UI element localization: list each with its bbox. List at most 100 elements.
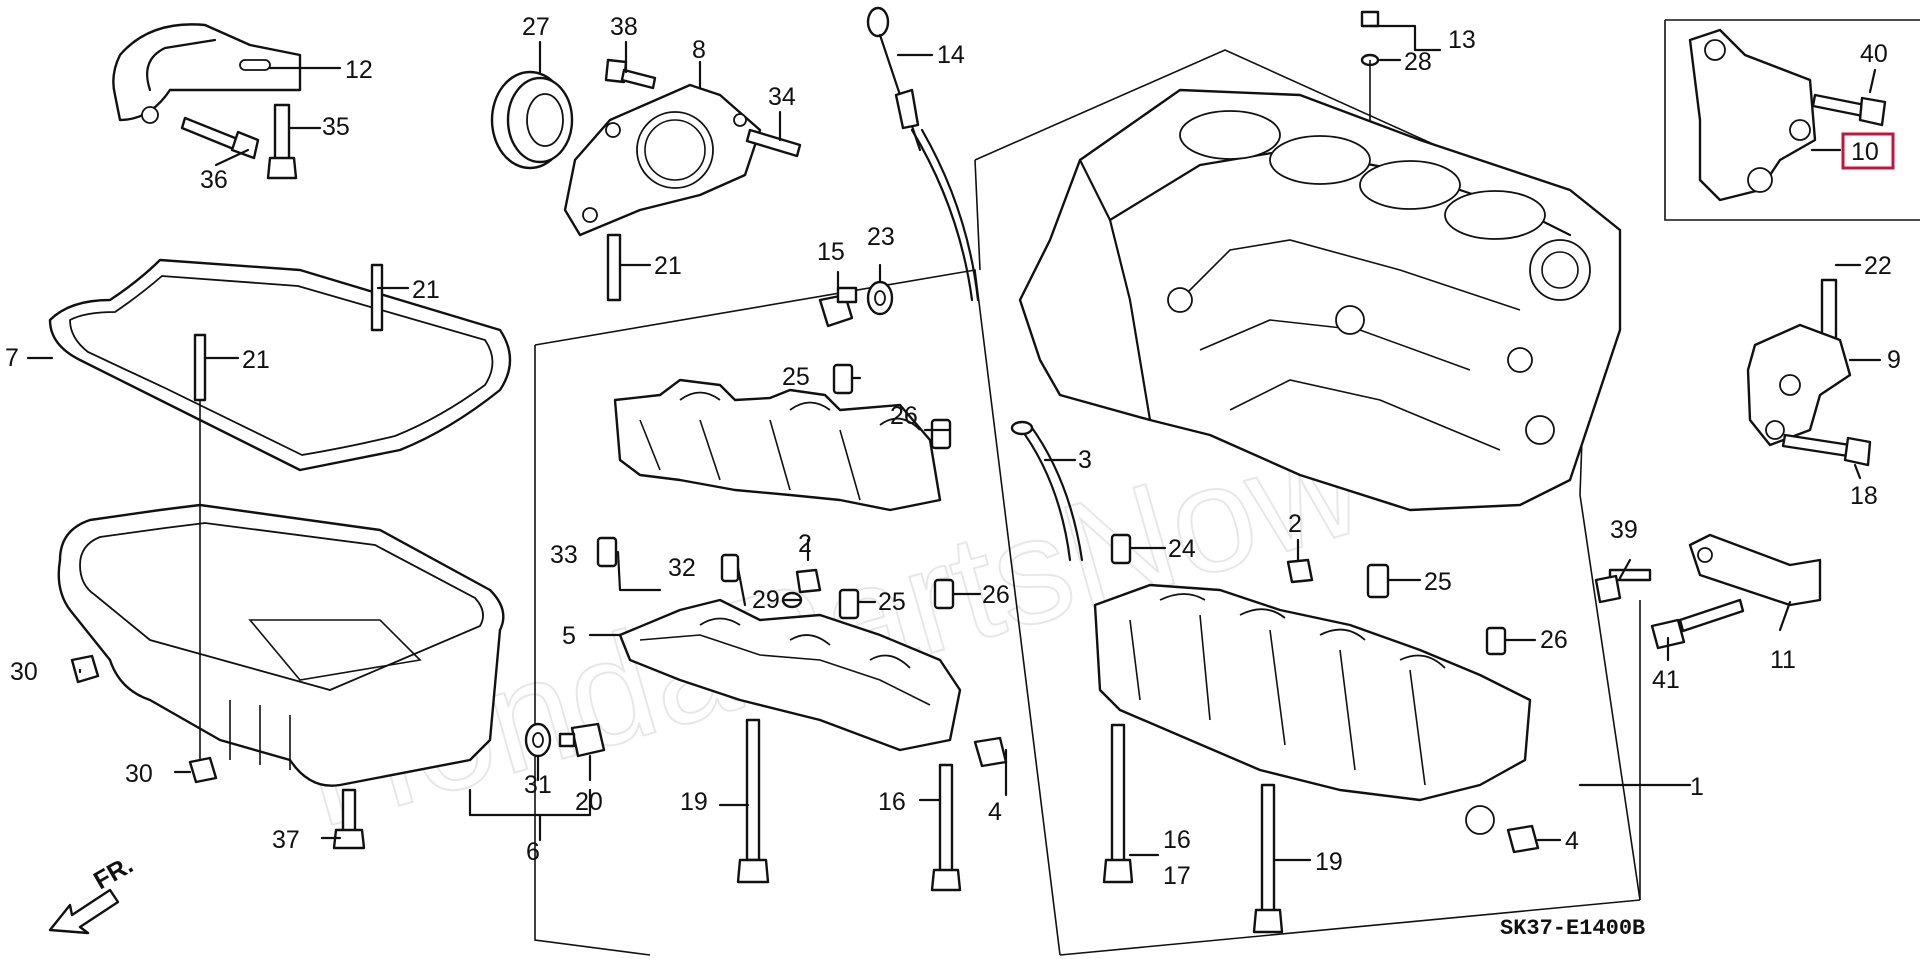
callout-30[interactable]: 30 xyxy=(10,658,38,686)
callout-24[interactable]: 24 xyxy=(1168,535,1196,563)
callout-14[interactable]: 14 xyxy=(937,41,965,69)
callout-13[interactable]: 13 xyxy=(1448,26,1476,54)
callout-37[interactable]: 37 xyxy=(272,826,300,854)
bolt-19-a xyxy=(736,718,770,884)
callout-11[interactable]: 11 xyxy=(1770,646,1796,674)
callout-41[interactable]: 41 xyxy=(1652,666,1680,694)
dipstick-14 xyxy=(866,6,980,302)
plug-4-a xyxy=(973,736,1008,768)
washer-31 xyxy=(524,722,552,758)
bracket-10 xyxy=(1688,28,1817,202)
dowel-32 xyxy=(720,553,740,583)
callout-29[interactable]: 29 xyxy=(752,586,780,614)
callout-36[interactable]: 36 xyxy=(200,166,228,194)
bolt-35 xyxy=(266,103,298,180)
bolt-40 xyxy=(1811,93,1887,127)
callout-25[interactable]: 25 xyxy=(782,363,810,391)
bolt-16-b xyxy=(1102,723,1134,884)
callout-38[interactable]: 38 xyxy=(610,13,638,41)
dowel-34 xyxy=(745,128,802,158)
dowel-26-a xyxy=(930,418,952,450)
callout-15[interactable]: 15 xyxy=(817,238,845,266)
oil-seal-case-8 xyxy=(563,83,762,237)
lower-block-1 xyxy=(1093,583,1532,835)
nut-30-b xyxy=(188,756,218,784)
dowel-26-c xyxy=(1485,626,1507,656)
dowel-33 xyxy=(596,536,618,568)
oil-pan-6 xyxy=(57,503,505,787)
callout-30[interactable]: 30 xyxy=(125,760,153,788)
callout-9[interactable]: 9 xyxy=(1887,346,1901,374)
callout-26[interactable]: 26 xyxy=(1540,626,1568,654)
callout-8[interactable]: 8 xyxy=(692,36,706,64)
bolt-19-b xyxy=(1252,783,1284,934)
callout-22[interactable]: 22 xyxy=(1864,252,1892,280)
callout-16[interactable]: 16 xyxy=(1163,826,1191,854)
callout-23[interactable]: 23 xyxy=(867,223,895,251)
nut-30-a xyxy=(70,654,100,684)
diagram-code: SK37-E1400B xyxy=(1500,916,1645,941)
callout-19[interactable]: 19 xyxy=(680,788,708,816)
callout-16[interactable]: 16 xyxy=(878,788,906,816)
oil-pan-gasket-7 xyxy=(48,258,512,472)
bolt-38 xyxy=(604,58,657,90)
callout-31[interactable]: 31 xyxy=(524,771,552,799)
dowel-24 xyxy=(1110,533,1132,565)
callout-20[interactable]: 20 xyxy=(575,788,603,816)
callout-3[interactable]: 3 xyxy=(1078,446,1092,474)
bearing-caps-upper xyxy=(613,378,942,512)
bolt-16-a xyxy=(930,763,962,892)
callout-4[interactable]: 4 xyxy=(988,798,1002,826)
front-indicator: FR. xyxy=(48,851,138,935)
callout-21[interactable]: 21 xyxy=(412,276,440,304)
bolt-18 xyxy=(1781,433,1872,467)
dowel-25-c xyxy=(1366,563,1390,599)
callout-26[interactable]: 26 xyxy=(890,402,918,430)
bolt-36 xyxy=(180,116,260,160)
callout-2[interactable]: 2 xyxy=(798,530,812,558)
callout-10[interactable]: 10 xyxy=(1851,138,1879,166)
callout-21[interactable]: 21 xyxy=(242,346,270,374)
stud-21-right xyxy=(370,263,384,332)
callout-12[interactable]: 12 xyxy=(345,56,373,84)
bolt-2-a xyxy=(795,568,822,594)
dowel-26-b xyxy=(933,578,955,610)
stud-22 xyxy=(1820,278,1838,342)
callout-19[interactable]: 19 xyxy=(1315,848,1343,876)
callout-1[interactable]: 1 xyxy=(1690,773,1704,801)
callout-7[interactable]: 7 xyxy=(5,344,19,372)
dowel-25-b xyxy=(838,588,860,620)
callout-39[interactable]: 39 xyxy=(1610,516,1638,544)
bracket-11 xyxy=(1688,533,1822,607)
callout-26[interactable]: 26 xyxy=(982,581,1010,609)
callout-28[interactable]: 28 xyxy=(1404,48,1432,76)
callout-32[interactable]: 32 xyxy=(668,554,696,582)
callout-18[interactable]: 18 xyxy=(1850,482,1878,510)
callout-27[interactable]: 27 xyxy=(522,13,550,41)
callout-40[interactable]: 40 xyxy=(1860,40,1888,68)
callout-33[interactable]: 33 xyxy=(550,541,578,569)
callout-34[interactable]: 34 xyxy=(768,83,796,111)
bolt-20 xyxy=(558,722,606,758)
cylinder-block xyxy=(1018,88,1622,512)
stud-21-left xyxy=(193,333,207,402)
plug-4-b xyxy=(1506,824,1540,854)
leader-lines xyxy=(26,24,1882,862)
highlight-box-10 xyxy=(1841,132,1895,170)
callout-21[interactable]: 21 xyxy=(654,252,682,280)
bearing-caps-lower xyxy=(618,598,962,752)
callout-2[interactable]: 2 xyxy=(1288,510,1302,538)
callout-17[interactable]: 17 xyxy=(1163,862,1191,890)
oil-seal-27 xyxy=(490,70,574,170)
washer-23 xyxy=(866,280,894,316)
dowel-25-a xyxy=(832,363,854,395)
callout-25[interactable]: 25 xyxy=(878,588,906,616)
callout-6[interactable]: 6 xyxy=(526,838,540,866)
callout-25[interactable]: 25 xyxy=(1424,568,1452,596)
bolt-2-b xyxy=(1286,558,1314,584)
callout-4[interactable]: 4 xyxy=(1565,827,1579,855)
callout-35[interactable]: 35 xyxy=(322,113,350,141)
bolt-37 xyxy=(332,788,366,850)
callout-5[interactable]: 5 xyxy=(562,622,576,650)
